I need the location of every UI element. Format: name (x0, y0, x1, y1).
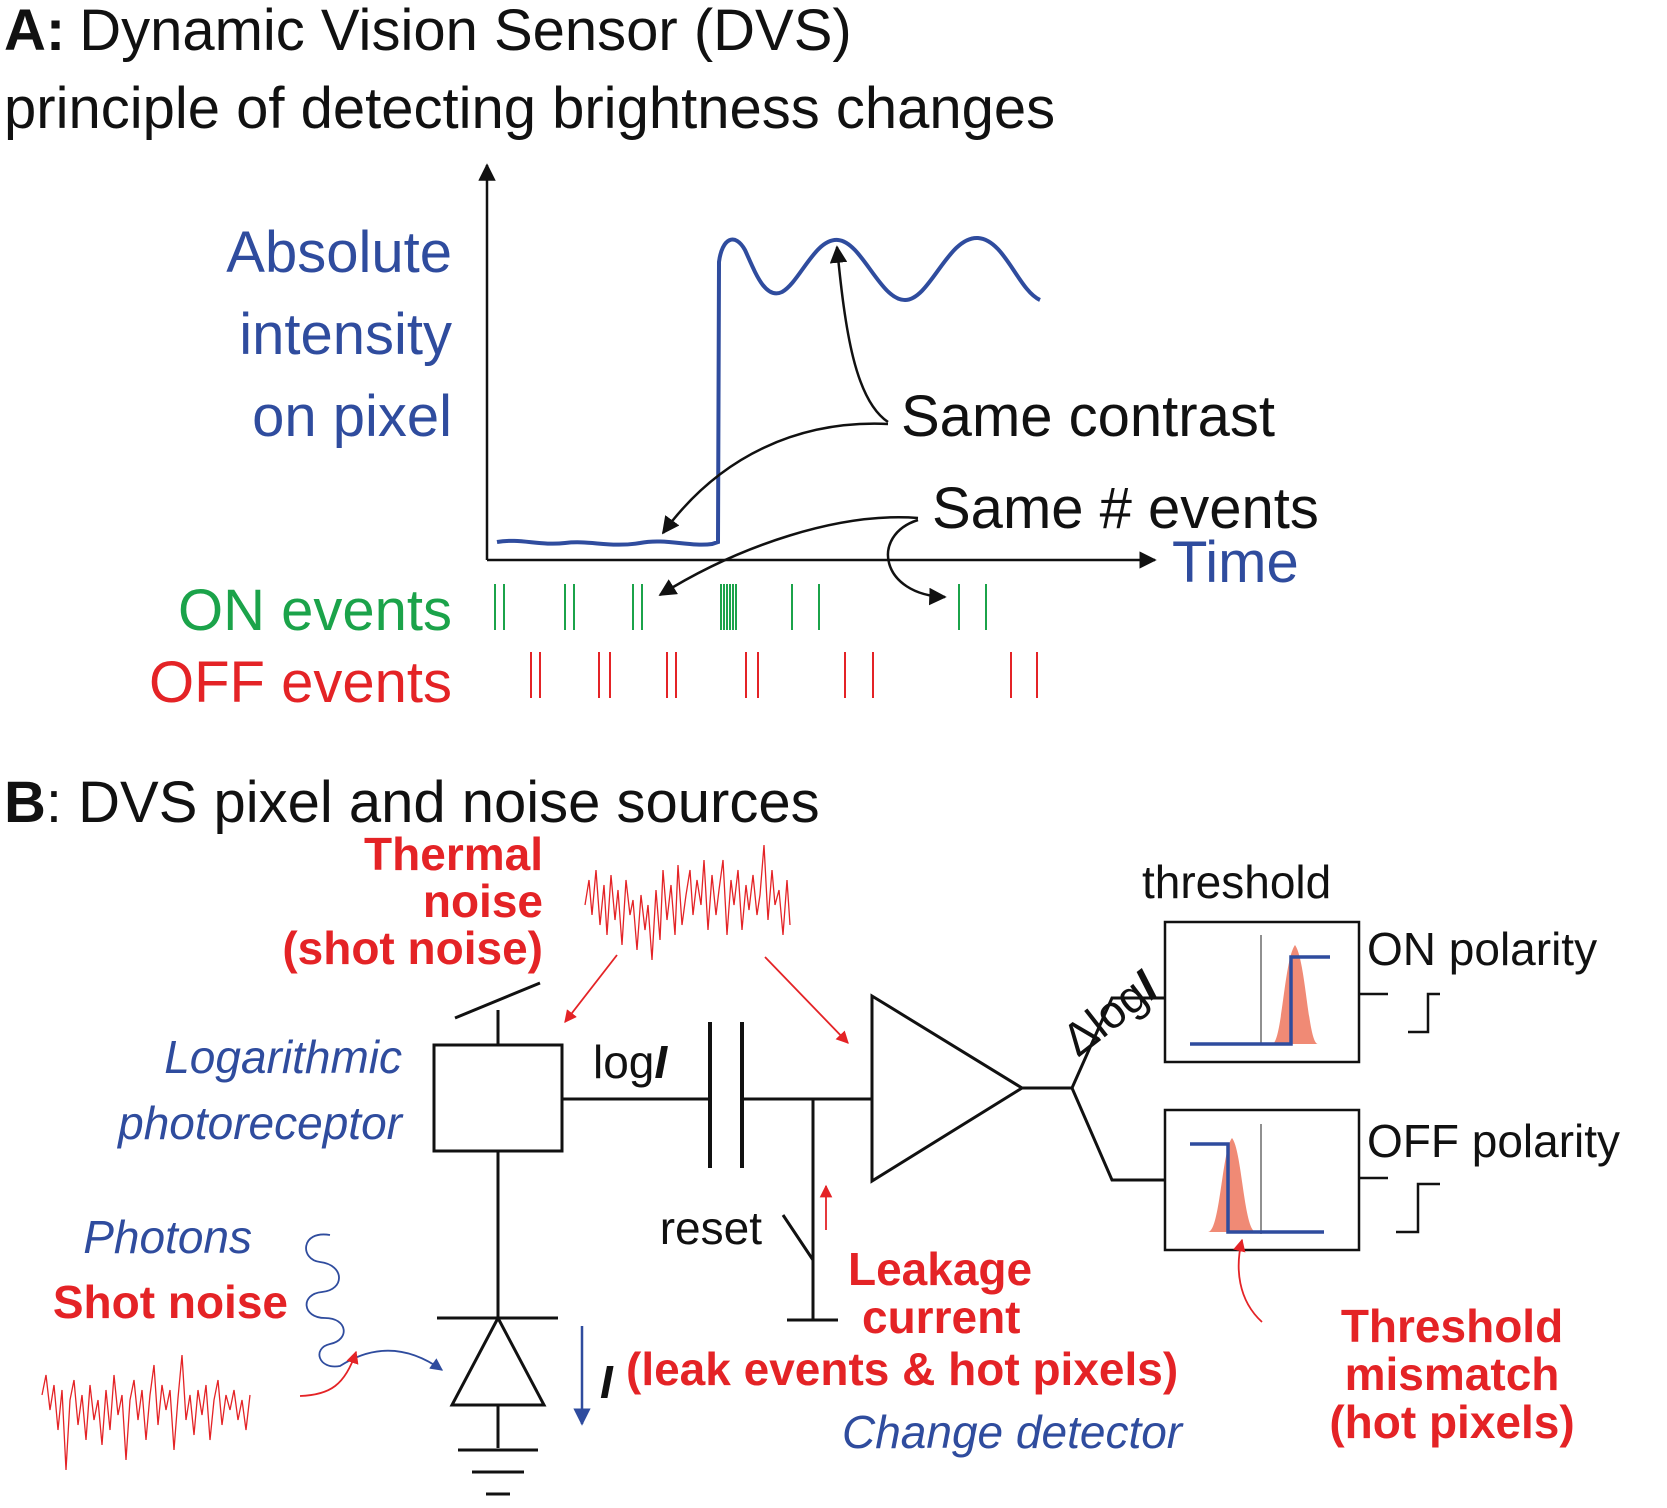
panel-a-label: A: (4, 0, 65, 63)
contrast-arrow-low (661, 422, 889, 535)
thermal-noise-trace (584, 844, 791, 961)
panel-b-title: B: DVS pixel and noise sources (4, 770, 820, 835)
panel-a-subtitle: principle of detecting brightness change… (4, 76, 1055, 141)
on-polarity-label: ON polarity (1367, 923, 1597, 975)
y-axis-label-line3: on pixel (252, 384, 452, 449)
photoreceptor-label-line1: Logarithmic (164, 1031, 402, 1083)
events-arrow-left (658, 516, 919, 597)
threshold-mismatch-line1: Threshold (1341, 1300, 1563, 1352)
logi-label: logI (593, 1036, 668, 1088)
on-step-response (1190, 955, 1330, 1046)
thermal-noise-arrow-amplifier (764, 956, 849, 1044)
photodiode-triangle (449, 1314, 547, 1407)
shot-noise-trace (41, 1354, 251, 1471)
change-amplifier (870, 993, 1025, 1184)
intensity-trace (496, 235, 1042, 547)
panel-a-title: A:Dynamic Vision Sensor (DVS) (4, 0, 852, 63)
change-detector-label: Change detector (842, 1406, 1184, 1458)
on-events-label: ON events (178, 578, 452, 643)
off-step-response (1190, 1142, 1324, 1234)
thermal-noise-label-line2: noise (423, 875, 543, 927)
leakage-label-line2: current (862, 1291, 1020, 1343)
contrast-arrow-high (829, 245, 889, 424)
threshold-mismatch-arrow (1233, 1238, 1263, 1323)
panel-a-title-line1: Dynamic Vision Sensor (DVS) (79, 0, 852, 63)
on-output-pulse (1408, 992, 1440, 1034)
off-events-label: OFF events (149, 650, 452, 715)
y-axis-label-line1: Absolute (226, 220, 452, 285)
y-axis-label-line2: intensity (239, 302, 452, 367)
leakage-label-line3: (leak events & hot pixels) (626, 1343, 1178, 1395)
on-comparator-box (1163, 920, 1361, 1064)
on-event-ticks (494, 584, 987, 630)
photon-wave-arrow (305, 1233, 444, 1371)
off-polarity-label: OFF polarity (1367, 1115, 1620, 1167)
delta-logi-label: ΔlogI (1052, 960, 1168, 1066)
threshold-mismatch-line2: mismatch (1345, 1348, 1560, 1400)
thermal-noise-label-line1: Thermal (364, 828, 543, 880)
events-arrow-right (886, 518, 947, 606)
photoreceptor-box (432, 1043, 564, 1153)
vdd-symbol (454, 981, 541, 1020)
logi-var: I (654, 1036, 668, 1088)
shot-noise-label: Shot noise (53, 1276, 288, 1328)
thermal-noise-label-line3: (shot noise) (282, 922, 543, 974)
off-comparator-box (1163, 1108, 1361, 1252)
reset-switch (781, 1214, 815, 1261)
off-event-ticks (530, 652, 1038, 698)
same-contrast-label: Same contrast (901, 384, 1275, 449)
panel-b: B: DVS pixel and noise sources Thermal n… (4, 770, 1620, 1496)
intensity-axes (478, 163, 1157, 569)
on-branch-wire (1070, 996, 1165, 1089)
off-output-pulse (1396, 1182, 1440, 1234)
panel-b-title-text: : DVS pixel and noise sources (46, 770, 820, 835)
photoreceptor-label-line2: photoreceptor (116, 1097, 404, 1149)
off-threshold-distribution (1208, 1138, 1256, 1232)
logi-text: log (593, 1036, 654, 1088)
on-threshold-distribution (1272, 945, 1318, 1044)
thermal-noise-arrow-photoreceptor (564, 954, 618, 1023)
photocurrent-label: I (600, 1356, 614, 1408)
threshold-label: threshold (1142, 856, 1331, 908)
threshold-mismatch-line3: (hot pixels) (1329, 1396, 1574, 1448)
x-axis-label: Time (1172, 530, 1299, 595)
reset-label: reset (660, 1202, 762, 1254)
shot-noise-arrow (299, 1350, 359, 1397)
photons-label: Photons (83, 1211, 252, 1263)
same-events-label: Same # events (932, 476, 1319, 541)
panel-b-label: B (4, 770, 46, 835)
off-branch-wire (1070, 1087, 1165, 1182)
leakage-label-line1: Leakage (848, 1243, 1032, 1295)
panel-a: A:Dynamic Vision Sensor (DVS) principle … (4, 0, 1319, 715)
